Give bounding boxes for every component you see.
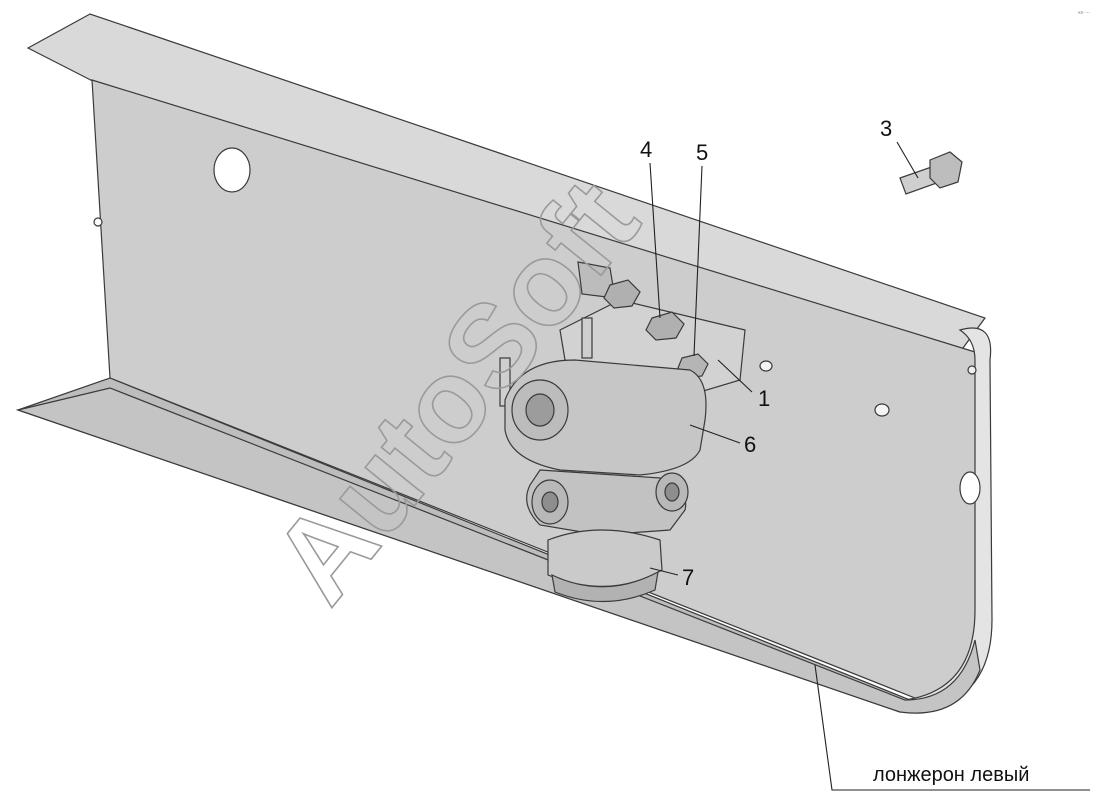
callout-1: 1	[758, 386, 770, 411]
leader-lines	[649, 141, 1090, 791]
leader-1	[717, 359, 753, 393]
callout-6: 6	[744, 432, 756, 457]
rail-notch-end	[959, 471, 981, 505]
leader-6	[689, 424, 741, 444]
valve-assembly	[499, 261, 746, 603]
leader-4	[649, 162, 661, 319]
callout-4: 4	[640, 137, 652, 162]
corner-mark: «» ···	[1078, 10, 1090, 16]
rail-hole-small-3	[967, 365, 977, 375]
callout-3: 3	[880, 116, 892, 141]
rail-hole-small-1	[759, 360, 773, 372]
leader-7	[649, 567, 679, 576]
filter-cap-ribs	[551, 570, 659, 603]
valve-port-right-inner	[664, 482, 680, 502]
part-caption: лонжерон левый	[873, 764, 1029, 786]
rail-notch-left	[93, 217, 103, 227]
leader-3	[896, 141, 919, 179]
bolt-part-3	[899, 151, 963, 195]
bracket-nut-1	[603, 279, 641, 309]
valve-port-left-inner	[541, 491, 559, 513]
bolt-head	[929, 151, 963, 189]
stud-left	[581, 317, 593, 359]
valve-port-top-inner	[525, 393, 555, 427]
rail-hole-large	[213, 147, 251, 193]
callouts: 3 4 5 1 6 7	[640, 116, 892, 590]
bracket-nut-2	[645, 311, 685, 341]
rail-bottom-flange-lip	[15, 387, 981, 714]
leader-5	[693, 165, 703, 357]
rail-hole-small-2	[874, 403, 890, 417]
leader-caption	[814, 664, 1090, 791]
callout-7: 7	[682, 565, 694, 590]
callout-5: 5	[696, 140, 708, 165]
